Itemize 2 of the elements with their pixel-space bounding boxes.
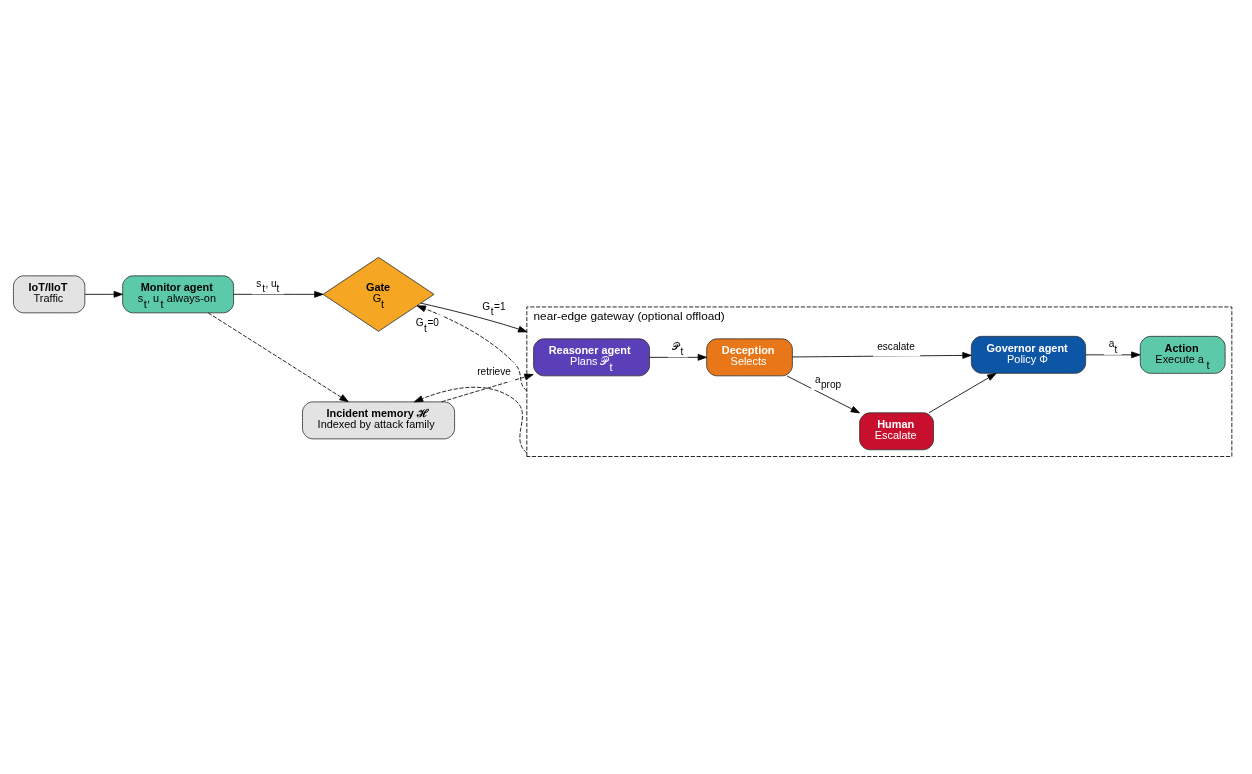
edge-label: retrieve	[477, 366, 511, 378]
edge-label: escalate	[877, 340, 915, 352]
